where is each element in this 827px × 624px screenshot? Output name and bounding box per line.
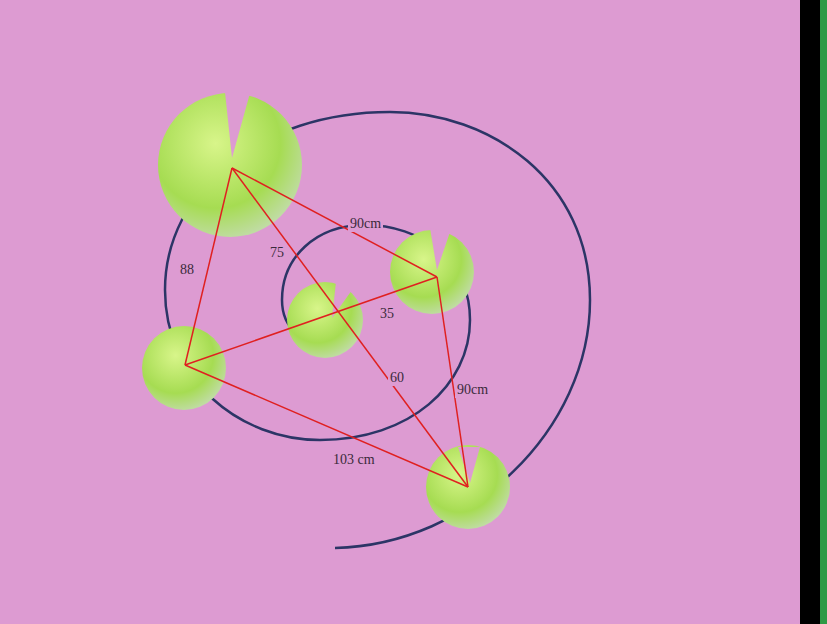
distance-label: 90cm xyxy=(455,382,490,398)
pond-ground xyxy=(0,0,800,624)
distance-label: 103 cm xyxy=(331,452,377,468)
distance-label: 88 xyxy=(178,262,196,278)
distance-label: 60 xyxy=(388,370,406,386)
lily-pads xyxy=(142,92,510,529)
edge-strip xyxy=(820,0,827,624)
distance-label: 75 xyxy=(268,245,286,261)
distance-label: 90cm xyxy=(348,216,383,232)
distance-label: 35 xyxy=(378,306,396,322)
distance-lines xyxy=(185,168,468,487)
edge-bar xyxy=(800,0,820,624)
